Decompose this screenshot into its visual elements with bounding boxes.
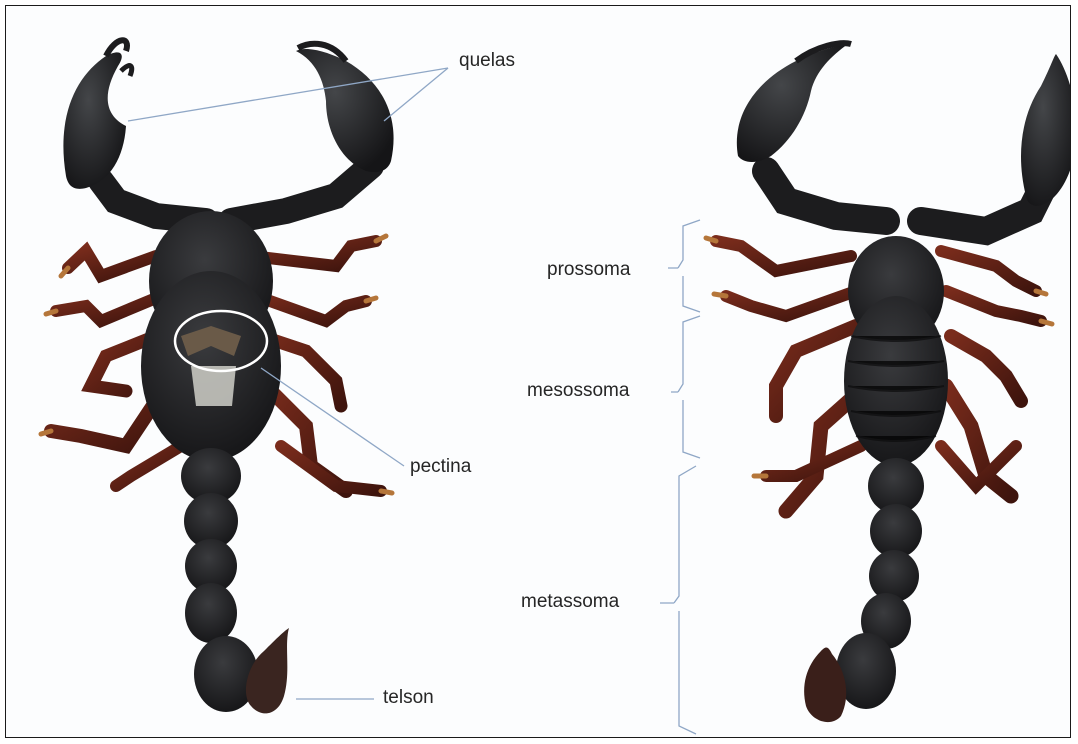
tail-left-specimen [181, 448, 289, 713]
bracket-metassoma [660, 466, 696, 734]
scorpion-dorsal-view [706, 43, 1071, 722]
tail-right-specimen [804, 458, 924, 722]
figure-frame: quelas pectina telson prossoma mesossoma… [5, 5, 1071, 738]
label-pectina: pectina [410, 457, 471, 476]
leader-quelas-left [128, 68, 448, 121]
label-prossoma: prossoma [547, 260, 630, 279]
pedipalps-left-specimen [63, 40, 393, 221]
bracket-mesossoma [671, 316, 700, 458]
label-quelas: quelas [459, 51, 515, 70]
pedipalps-right-specimen [737, 43, 1071, 231]
label-telson: telson [383, 688, 434, 707]
bracket-prossoma [668, 220, 700, 312]
label-metassoma: metassoma [521, 592, 619, 611]
scorpion-figure [6, 6, 1071, 738]
leader-quelas-right [384, 68, 448, 121]
scorpion-ventral-view [41, 40, 394, 713]
label-mesossoma: mesossoma [527, 381, 629, 400]
